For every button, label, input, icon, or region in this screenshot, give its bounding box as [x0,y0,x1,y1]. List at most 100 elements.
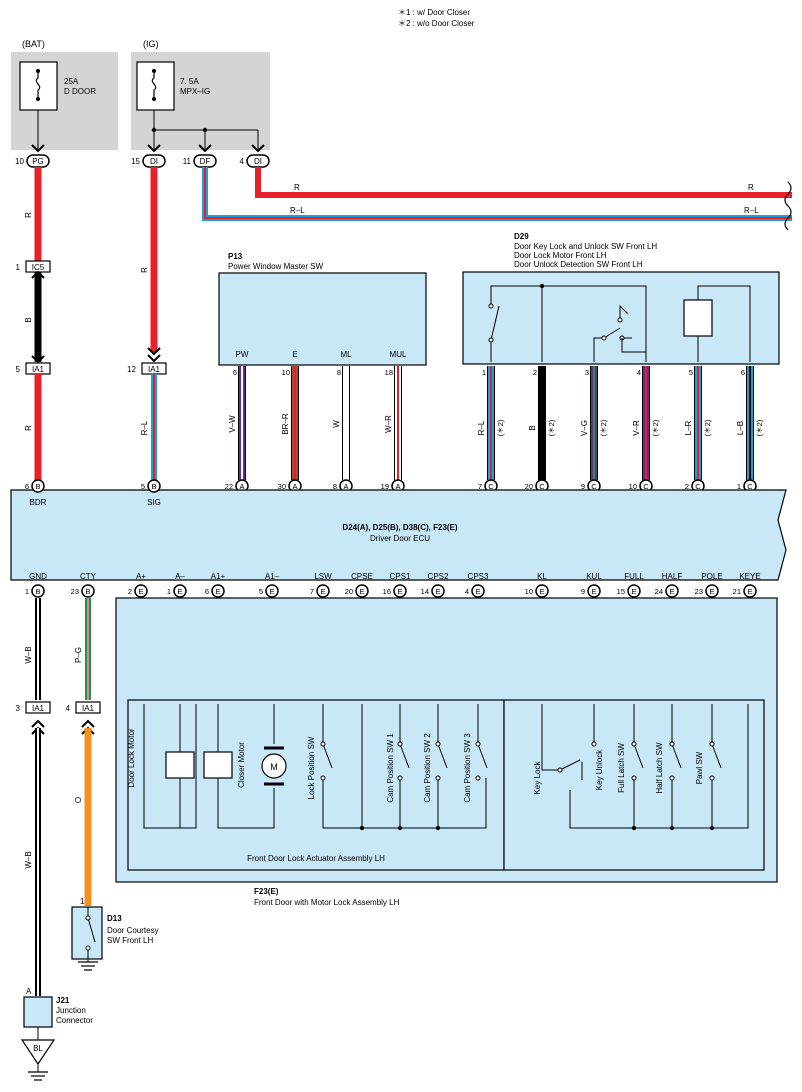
ecu-pin-number: 8 [333,482,337,491]
p13-wire-color: W [332,420,341,428]
actuator-assy-name: Front Door Lock Actuator Assembly LH [247,854,385,863]
d13-line-2: SW Front LH [107,936,153,945]
ecu-pin-connector-code: C [591,482,597,491]
bat-fuse-rating: 25A [64,77,79,86]
ecu-pin-connector-code: B [85,587,90,596]
ecu-pin-connector-code: E [475,587,480,596]
p13-pin-label: PW [236,350,249,359]
p13-switch: P13 Power Window Master SW PW6V–WA22PWSE… [218,252,427,507]
ecu-pin-connector-code: C [695,482,701,491]
ecu-terminal-name: A1+ [211,572,226,581]
ecu-pin-number: 6 [25,482,29,491]
bat-pin: 10 [15,157,24,166]
d29-pin-number: 6 [741,368,745,377]
f23-code: F23(E) [254,887,279,896]
ecu-pin-connector-code: B [35,587,40,596]
ecu-pin-connector [535,584,549,598]
motor-symbol: M [270,762,278,772]
ecu-pin-connector [627,584,641,598]
d29-pin-number: 1 [482,368,486,377]
ia1-conn: IA1 [148,365,161,374]
d29-wire-color: B [528,425,537,430]
ig-pin-2: 11 [183,157,192,166]
component-label: Key Unlock [595,749,604,790]
j21-pin: A [26,987,32,996]
ecu-terminal-name: FULL [624,572,644,581]
ecu-pin-connector-code: A [343,482,348,491]
ecu-terminal-name: A+ [136,572,146,581]
ecu-pin-connector-code: A [239,482,244,491]
j21-code: J21 [56,996,70,1005]
ecu-pin-connector [471,584,485,598]
ecu-pin-number: 5 [259,587,263,596]
p13-name: Power Window Master SW [228,262,324,271]
ecu-pin-number: 20 [345,587,353,596]
ecu-pin-connector [431,584,445,598]
d29-line-1: Door Key Lock and Unlock SW Front LH [514,242,657,251]
cty-conn: IA1 [82,704,95,713]
ecu-terminal-name: GND [29,572,47,581]
ecu-pin-connector-code: E [539,587,544,596]
wire-label-rl: R–L [744,206,759,215]
bat-fuse-name: D DOOR [64,87,96,96]
d29-assembly: D29 Door Key Lock and Unlock SW Front LH… [462,232,780,507]
j21-line-1: Junction [56,1006,86,1015]
d29-pin-number: 3 [585,368,589,377]
ia1-pin: 5 [16,365,21,374]
ecu-pin-connector-code: E [435,587,440,596]
power-connectors: PG 10 DI 15 DF 11 DI 4 [15,144,270,168]
ecu-pin-number: 19 [381,482,389,491]
ecu-terminal-name: CTY [80,572,97,581]
ecu-pin-connector-code: E [709,587,714,596]
gnd-path: W–B IA1 3 W–B A J21 Junction Connector B… [16,598,93,1081]
ecu-terminal-name: KL [537,572,547,581]
ecu-pin-number: 5 [141,482,145,491]
ig-fuse-rating: 7. 5A [180,77,199,86]
top-wires: R R R–L R–L [202,167,792,231]
bat-wire-1: R [24,212,33,218]
note-1: ＊1 : w/ Door Closer [398,8,470,17]
ecu-pin-connector [743,584,757,598]
component-label: Key Lock [533,761,542,795]
d29-pin-number: 2 [533,368,537,377]
d29-variant-note: (＊2) [651,419,660,436]
ig-path: R IA1 12 R–L [127,167,167,480]
ecu-pin-number: 1 [167,587,171,596]
ig-pin-1: 15 [131,157,140,166]
junction-connector [23,996,53,1028]
ecu-pin-connector-code: B [151,482,156,491]
ecu-pin-connector-code: C [539,482,545,491]
ground-label: BL [33,1044,43,1053]
ecu-pin-number: 9 [581,482,585,491]
ecu-pin-connector [147,479,161,493]
ecu-pin-connector [316,584,330,598]
bat-path: R IC5 1 B IA1 5 R [16,167,51,480]
d29-wire-color: L–R [684,420,693,435]
ecu-pin-connector [81,584,95,598]
component-label: Cam Position SW 1 [386,733,395,803]
cty-wire-1: P–G [74,647,83,663]
wire-label-r: R [748,183,754,192]
ecu-terminal-name: BDR [30,498,47,507]
f23-assembly: Front Door Lock Actuator Assembly LH F23… [115,597,778,907]
p13-pin-number: 10 [282,368,290,377]
ia1-conn: IA1 [32,365,45,374]
component-label: Lock Position SW [307,736,316,799]
ecu-pin-number: 7 [478,482,482,491]
ecu-terminal-name: CPS2 [428,572,449,581]
ecu-terminal-name: A1– [265,572,280,581]
ecu-pin-connector-code: E [397,587,402,596]
ecu-pin-number: 6 [205,587,209,596]
f23-name: Front Door with Motor Lock Assembly LH [254,898,400,907]
ecu-pin-connector [211,584,225,598]
gnd-pin: 3 [16,704,21,713]
bat-power-box: (BAT) 25A D DOOR [11,39,118,152]
ecu-pin-connector-code: E [269,587,274,596]
ecu-pin-connector-code: C [643,482,649,491]
p13-pin-label: E [292,350,297,359]
note-2: ＊2 : w/o Door Closer [398,19,475,28]
ecu-pin-connector [355,584,369,598]
d13-code: D13 [107,914,122,923]
gnd-wire-2: W–B [24,851,33,868]
